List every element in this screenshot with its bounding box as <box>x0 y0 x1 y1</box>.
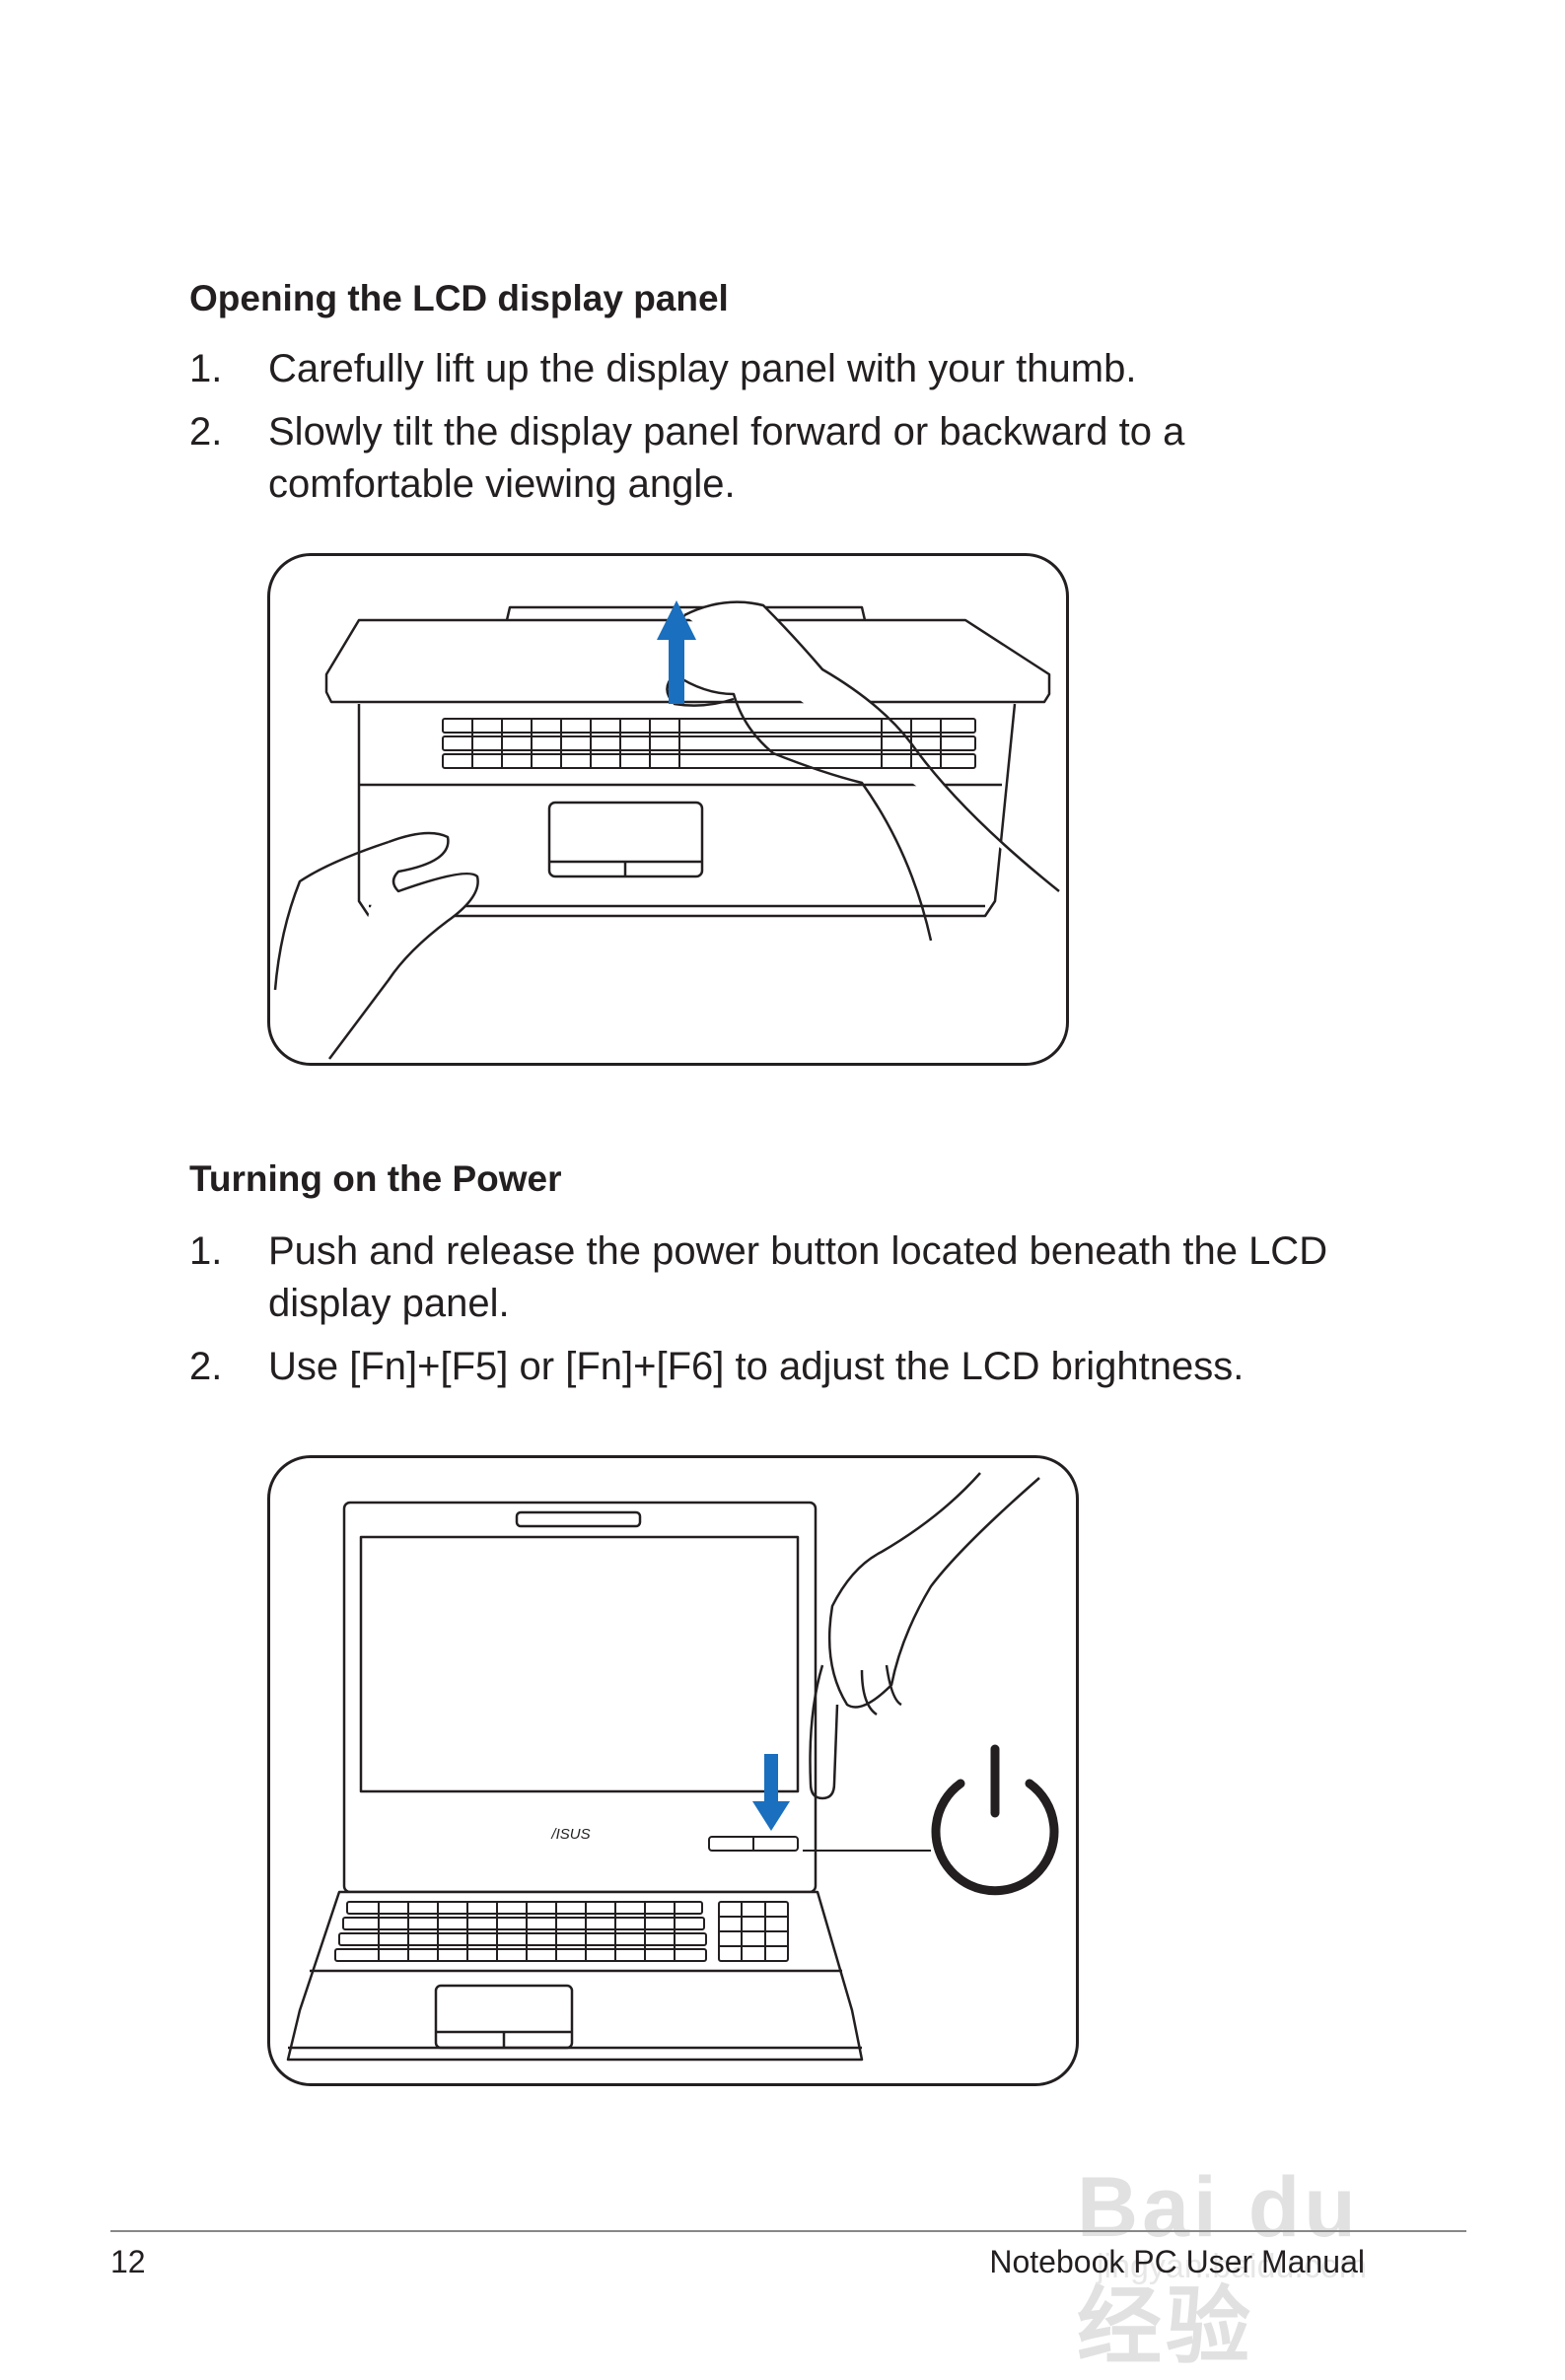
brand-logo: /ISUS <box>550 1826 590 1843</box>
step-text: Carefully lift up the display panel with… <box>268 347 1137 390</box>
manual-title: Notebook PC User Manual <box>989 2244 1365 2279</box>
push-arrow-icon <box>752 1754 790 1831</box>
section-heading-open-lcd: Opening the LCD display panel <box>189 278 729 318</box>
step-number: 2. <box>189 1345 223 1388</box>
step-number: 2. <box>189 410 223 454</box>
figure-open-lcd <box>267 553 1069 1066</box>
lift-arrow-icon <box>657 600 696 704</box>
watermark-sub: jingyan.baidu.com <box>1097 2248 1368 2285</box>
figure-power-on: /ISUS <box>267 1455 1079 2086</box>
power-icon <box>931 1744 1059 1896</box>
footer-divider <box>110 2230 1466 2232</box>
laptop-closed-illustration <box>273 600 1060 1060</box>
step-number: 1. <box>189 1229 223 1273</box>
step-text: Slowly tilt the display panel forward or… <box>268 410 1185 506</box>
step-text: Push and release the power button locate… <box>268 1229 1328 1325</box>
section-heading-power: Turning on the Power <box>189 1158 562 1199</box>
step-number: 1. <box>189 347 223 390</box>
laptop-open-illustration: /ISUS <box>286 1472 1059 2062</box>
step-text: Use [Fn]+[F5] or [Fn]+[F6] to adjust the… <box>268 1345 1245 1388</box>
page-number: 12 <box>110 2244 146 2279</box>
